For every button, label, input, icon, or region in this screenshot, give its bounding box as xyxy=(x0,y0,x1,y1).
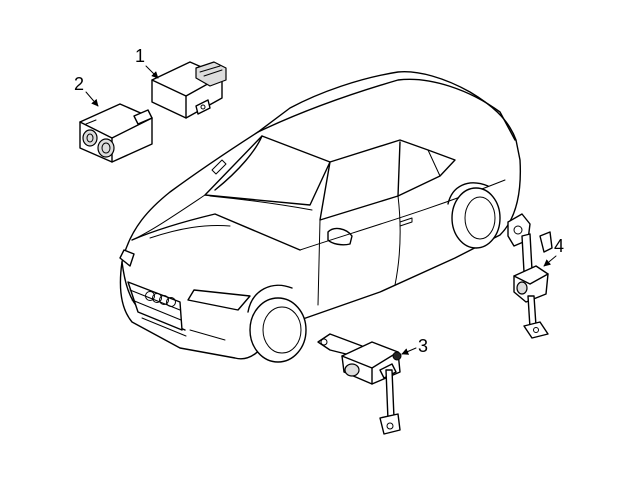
callout-arrow-3 xyxy=(401,347,417,355)
callout-4: 4 xyxy=(554,236,564,256)
level-sensor-front[interactable] xyxy=(317,333,402,435)
level-sensor-rear[interactable] xyxy=(507,213,553,339)
callout-arrow-1 xyxy=(145,65,159,79)
callout-2: 2 xyxy=(74,74,84,94)
module-1[interactable] xyxy=(151,61,227,119)
four-rings-logo xyxy=(145,291,176,307)
car-illustration xyxy=(119,70,522,363)
callout-arrows xyxy=(85,65,557,355)
callout-arrow-2 xyxy=(85,91,99,107)
callout-3: 3 xyxy=(418,336,428,356)
callout-1: 1 xyxy=(135,46,145,66)
callout-arrow-4 xyxy=(543,255,557,267)
module-2[interactable] xyxy=(79,103,153,163)
